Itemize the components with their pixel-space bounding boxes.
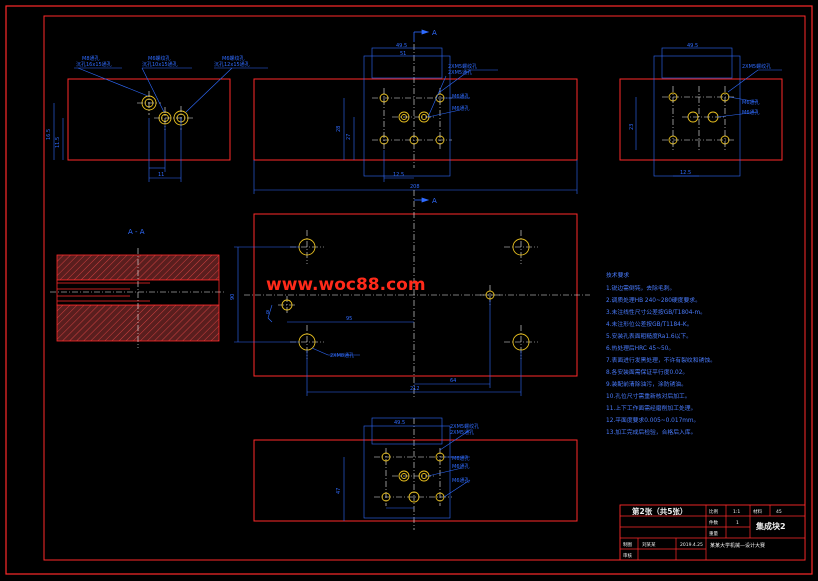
drawing-name: 刘某某 [642,541,656,548]
dim-text: 208 [410,184,420,190]
sheet-number: 第2张（共5张） [632,506,687,516]
dim-text: 90 [230,294,236,300]
top-left-view: 16.5 11.5 11 M8通孔 M6螺纹孔 M6螺纹孔 沉孔16x15通孔 … [46,55,268,182]
callout-text: M6通孔 [452,455,470,462]
company-name: 某某大学机械—设计大赛 [710,542,765,549]
bottom-view: 47 49.5 2XM5螺纹孔 2XM5通孔 M6通孔 M6通孔 M6通孔 [253,417,578,530]
callout-text: M6通孔 [452,105,470,112]
dim-text: 11 [158,172,164,178]
note-item: 1.锐边需倒钝，去除毛刺。 [606,284,675,292]
title-block: 第2张（共5张） 比例 1:1 材料 45 件数 1 重量 集成块2 制图 刘某… [619,504,806,561]
section-arrow-label: A [432,197,437,205]
part-name: 集成块2 [755,521,786,531]
note-item: 9.装配前清除油污，涂防锈油。 [606,380,687,388]
callout-text: 沉孔12x15通孔 [214,61,250,68]
note-item: 6.热处理后HRC 45~50。 [606,344,674,352]
dim-text: 49.5 [687,43,698,49]
weight-label: 重量 [709,530,718,537]
note-item: 12.平面度要求0.005~0.017mm。 [606,416,699,424]
qty-value: 1 [736,520,739,526]
dim-text: 49.5 [394,420,405,426]
dim-text: 27 [346,134,352,140]
callout-text: M6通孔 [452,93,470,100]
hole-icon [381,452,445,503]
notes-title: 技术要求 [606,271,629,279]
top-center-block [253,78,578,161]
main-view: A 90 95 64 [230,190,590,398]
callout-text: 2XM5螺纹孔 [450,423,479,430]
dim-text: 23 [629,124,635,130]
material-label: 材料 [753,508,762,515]
top-center-view: A 49.5 51 28 12.5 [253,29,578,194]
note-item: 11.上下工作面需经磨削加工处理。 [606,404,696,412]
callout-text: 2XM5螺纹孔 [742,63,771,70]
dim-text: 28 [336,126,342,132]
note-item: 10.孔位尺寸需重新核对后加工。 [606,392,691,400]
material-value: 45 [776,509,782,515]
callout-text: M6通孔 [742,99,760,106]
callout-text: M6螺纹孔 [222,55,245,62]
drawing-label: 制图 [623,541,632,548]
dim-text: 47 [336,488,342,494]
note-item: 3.未注线性尺寸公差按GB/T1804-m。 [606,308,706,316]
section-arrow-label: A [432,29,437,37]
callout-text: M8通孔 [82,55,100,62]
technical-requirements: 技术要求 1.锐边需倒钝，去除毛刺。 2.调质处理HB 240~280硬度要求。… [606,271,716,436]
note-item: 8.各安装面需保证平行度0.02。 [606,368,688,376]
qty-label: 件数 [709,519,718,526]
sheet-border-outer [5,5,813,575]
callout-text: 2XM5通孔 [450,429,474,436]
dim-text: 12.5 [393,172,404,178]
callout-text: 2XM5螺纹孔 [448,63,477,70]
note-item: 7.表面进行发黑处理，不许有裂纹和锈蚀。 [606,356,716,364]
scale-value: 1:1 [733,509,740,515]
hole-icon [379,93,445,145]
dim-text: 12.5 [680,170,691,176]
dim-text: 8 [266,310,269,316]
section-a-a-view: A - A [50,228,226,348]
callout-text: 2XM8通孔 [330,352,354,359]
note-item: 2.调质处理HB 240~280硬度要求。 [606,296,701,304]
dim-text: 16.5 [46,129,52,140]
callout-text: M6螺纹孔 [148,55,171,62]
dim-text: 49.5 [396,43,407,49]
callout-text: M6通孔 [742,109,760,116]
bottom-block [253,439,578,522]
top-right-view: 49.5 23 12.5 2XM5螺纹孔 M6通孔 M6通孔 [619,43,783,177]
note-item: 4.未注形位公差按GB/T1184-K。 [606,320,693,328]
note-item: 13.加工完成后检验，合格后入库。 [606,428,696,436]
review-label: 审核 [623,552,632,559]
dim-text: 11.5 [55,137,61,148]
watermark: www.woc88.com [266,275,426,295]
callout-text: 沉孔16x15通孔 [76,61,112,68]
callout-text: M6通孔 [452,463,470,470]
section-view-label: A - A [128,228,145,236]
sheet-border-inner [43,15,806,561]
dim-text: 64 [450,378,456,384]
drawing-date: 2019.4.25 [680,542,703,548]
callout-text: 沉孔10x15通孔 [142,61,178,68]
top-right-block [619,78,783,161]
note-item: 5.安装孔表面粗糙度Ra1.6以下。 [606,332,692,340]
callout-text: 2XM5通孔 [448,69,472,76]
callout-text: M6通孔 [452,477,470,484]
dim-text: 51 [400,51,406,57]
dim-text: 212 [410,386,420,392]
scale-label: 比例 [709,508,718,515]
dim-text: 95 [346,316,352,322]
